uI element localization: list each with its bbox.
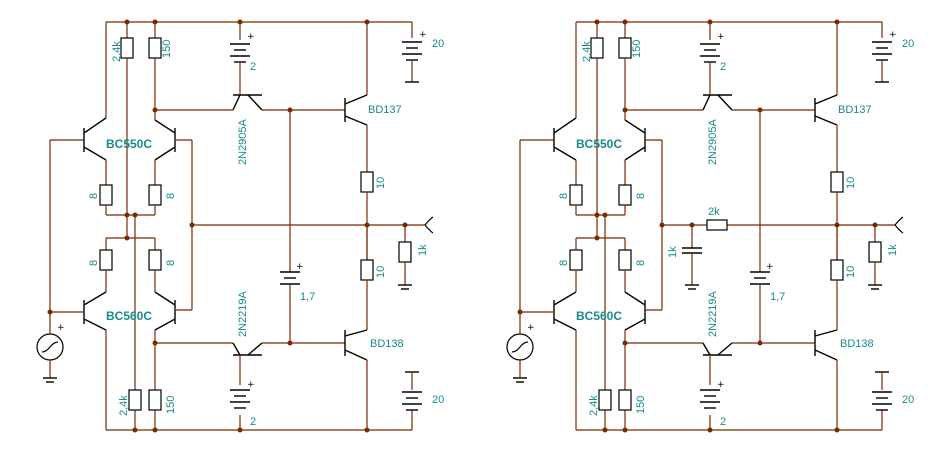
right-r8-a-label: 8 [558,193,570,199]
right-c-1k-label: 1k [667,246,679,258]
left-circuit: 2,4k 150 2 20 2N2905A BD137 BC550C 8 8 1… [36,18,444,434]
right-bat-mid-label: 1,7 [770,291,785,303]
left-r-150-bot-label: 150 [165,396,177,414]
left-r-150-top-label: 150 [161,40,173,58]
left-bat-top-label: 2 [250,61,256,73]
right-r-2k4-bot-label: 2,4k [588,395,600,416]
left-bat-mid-label: 1,7 [300,291,315,303]
left-q-2n2219-label: 2N2219A [237,290,249,337]
right-r8-b-label: 8 [635,193,647,199]
left-supply-pos-label: 20 [432,38,444,50]
right-bat-bot-label: 2 [720,416,726,428]
right-q-bc550-label: BC550C [576,137,622,151]
right-r-150-top-label: 150 [631,40,643,58]
right-q-2n2905-label: 2N2905A [707,118,719,165]
right-r10-top-label: 10 [845,177,857,189]
right-supply-neg-label: 20 [902,394,914,406]
left-r1k-out-label: 1k [417,244,429,256]
right-r8-c-label: 8 [558,260,570,266]
right-q-bd137-label: BD137 [838,104,872,116]
left-r8-d-label: 8 [165,260,177,266]
left-r8-a-label: 8 [88,193,100,199]
left-supply-neg-label: 20 [432,394,444,406]
right-q-bd138-label: BD138 [840,338,874,350]
left-r-2k4-bot-label: 2,4k [118,395,130,416]
left-q-bd138-label: BD138 [370,338,404,350]
left-r8-b-label: 8 [165,193,177,199]
right-r-2k4-top-label: 2,4k [581,41,593,62]
right-r1k-out-label: 1k [887,244,899,256]
left-bat-bot-label: 2 [250,416,256,428]
right-r-150-bot-label: 150 [635,396,647,414]
left-q-bc550-label: BC550C [106,137,152,151]
left-r10-bot-label: 10 [375,266,387,278]
left-q-bc560-label: BC560C [106,309,152,323]
right-r-2k-fb-label: 2k [708,206,720,218]
right-bat-top-label: 2 [720,61,726,73]
left-q-bd137-label: BD137 [368,104,402,116]
left-r10-top-label: 10 [375,177,387,189]
right-circuit: 2,4k 150 2 20 2N2905A BD137 BC550C 8 8 1… [506,18,914,434]
right-q-bc560-label: BC560C [576,309,622,323]
right-supply-pos-label: 20 [902,38,914,50]
left-r-2k4-top-label: 2,4k [111,41,123,62]
left-r8-c-label: 8 [88,260,100,266]
right-r8-d-label: 8 [635,260,647,266]
left-q-2n2905-label: 2N2905A [237,118,249,165]
right-q-2n2219-label: 2N2219A [707,290,719,337]
right-r10-bot-label: 10 [845,266,857,278]
